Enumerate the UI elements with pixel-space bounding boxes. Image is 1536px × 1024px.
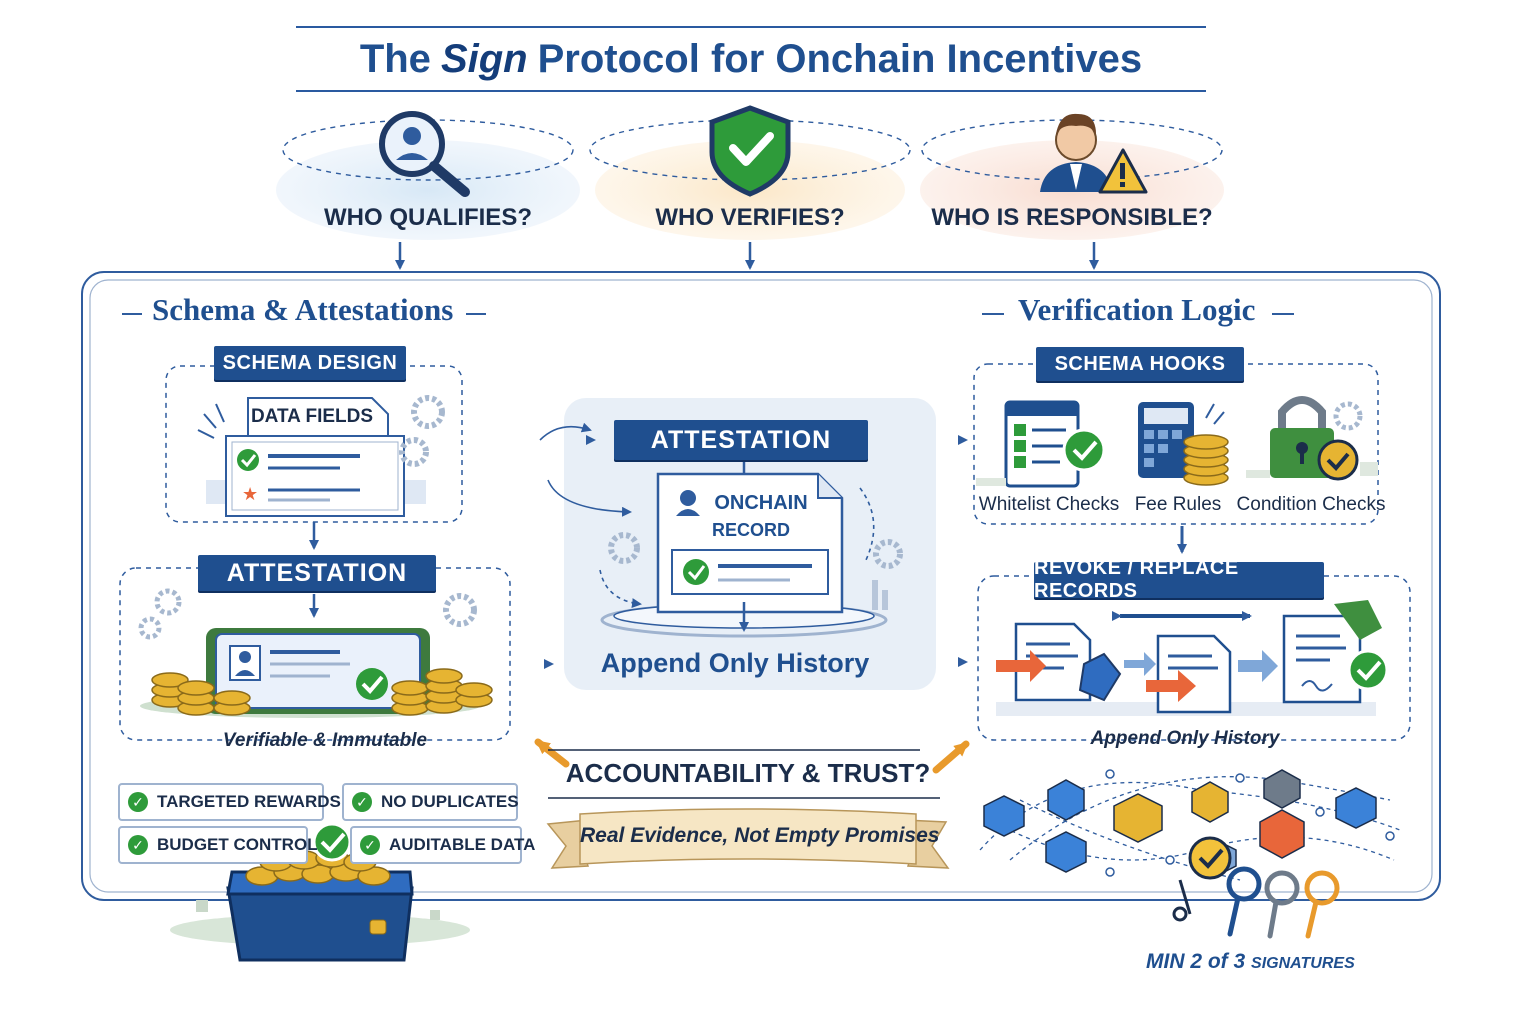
section-header-left: Schema & Attestations [152,292,454,327]
multisig-main: MIN 2 of 3 [1146,950,1246,973]
verifiable-immutable-caption: Verifiable & Immutable [222,730,428,751]
fee-calculator-icon [1138,402,1229,486]
padlock-condition-icon [1246,396,1378,481]
multisig-keys [1172,836,1340,939]
accountability-trust-heading: ACCOUNTABILITY & TRUST? [565,758,931,788]
person-warning-icon [1040,113,1148,194]
attestation-card-with-coins [138,588,493,718]
check-icon: ✓ [352,792,372,812]
section-header-right: Verification Logic [1018,292,1256,327]
question-who-qualifies: WHO QUALIFIES? [324,204,532,231]
blockchain-network [979,769,1401,881]
question-who-verifies: WHO VERIFIES? [655,204,845,231]
check-icon: ✓ [128,835,148,855]
main-frame [81,271,1441,901]
multisig-small: SIGNATURES [1251,955,1355,972]
benefit-label: NO DUPLICATES [381,792,519,811]
attestation-banner-center: ATTESTATION [614,420,868,460]
title-post: Protocol for Onchain Incentives [537,36,1143,81]
data-fields-document: ★ [197,395,445,517]
check-icon: ✓ [360,835,380,855]
data-fields-label: DATA FIELDS [250,406,374,427]
multisig-caption: MIN 2 of 3 SIGNATURES [1146,950,1355,974]
hook-fee-rules: Fee Rules [1134,494,1222,515]
onchain-record-line2: RECORD [711,520,790,540]
schema-design-banner: SCHEMA DESIGN [214,346,406,380]
onchain-record-document [600,472,903,638]
promise-ribbon [546,808,950,869]
onchain-record-line1: ONCHAIN [714,492,808,514]
schema-hooks-banner: SCHEMA HOOKS [1036,347,1244,381]
shield-check-icon [709,105,791,197]
benefit-label: AUDITABLE DATA [389,835,536,854]
promise-ribbon-text: Real Evidence, Not Empty Promises [580,824,940,847]
title-emphasis: Sign [440,36,528,81]
append-only-history-right: Append Only History [1090,728,1280,749]
question-arrows [395,242,1099,270]
append-only-history-center: Append Only History [600,648,870,678]
page-title: The Sign Protocol for Onchain Incentives [296,26,1206,92]
check-icon: ✓ [128,792,148,812]
svg-text:★: ★ [242,484,258,504]
hook-whitelist-checks: Whitelist Checks [978,494,1120,515]
coin-treasure-box [170,822,470,962]
revoke-replace-banner: REVOKE / REPLACE RECORDS [1034,557,1324,602]
benefit-label: TARGETED REWARDS [157,792,341,811]
title-pre: The [359,36,431,81]
hook-condition-checks: Condition Checks [1236,494,1386,515]
benefit-targeted-rewards: ✓ TARGETED REWARDS [118,783,341,821]
benefit-auditable-data: ✓ AUDITABLE DATA [350,826,535,864]
question-who-is-responsible: WHO IS RESPONSIBLE? [931,204,1213,231]
revoke-replace-documents [996,600,1389,716]
whitelist-checklist-icon [976,400,1106,488]
magnifier-user-icon [379,111,470,197]
attestation-banner-left: ATTESTATION [198,555,436,591]
benefit-label: BUDGET CONTROL [157,835,318,854]
benefit-no-duplicates: ✓ NO DUPLICATES [342,783,519,821]
question-ellipses [276,119,1224,240]
benefit-budget-control: ✓ BUDGET CONTROL [118,826,318,864]
